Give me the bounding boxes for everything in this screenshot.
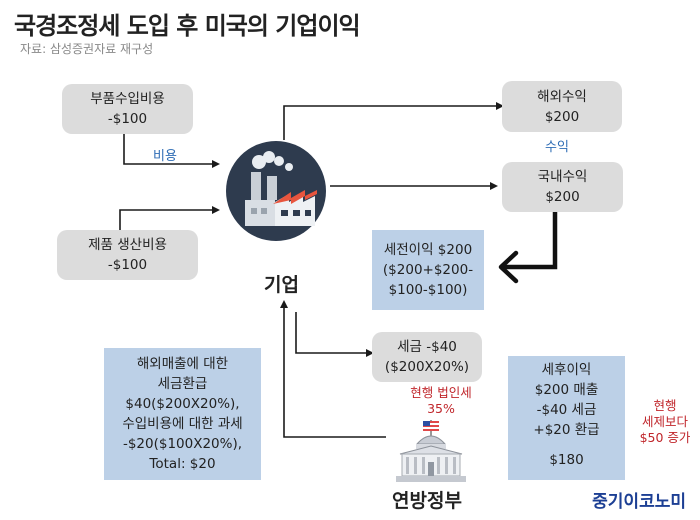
arrow-government-to-company [280,300,386,438]
refund-line-1: 해외매출에 대한 [136,356,229,372]
pretax-formula-line1: ($200+$200- [382,262,474,278]
arrow-domestic-to-pretax [498,212,558,284]
domestic-revenue-value: $200 [545,189,580,205]
brand-logo: 중기이코노미 [592,492,686,512]
company-label: 기업 [264,274,299,296]
tax-refund-box: 해외매출에 대한 세금환급 $40($200X20%), 수입비용에 대한 과세… [104,348,261,480]
parts-cost-value: -$100 [107,111,148,127]
domestic-revenue-label: 국내수익 [537,169,588,185]
overseas-revenue-label: 해외수익 [537,88,587,105]
tax-label: 세금 -$40 [397,339,457,355]
us-flag-icon [423,420,439,436]
source-note: 자료: 삼성증권자료 재구성 [20,42,154,56]
aftertax-tax: -$40 세금 [536,402,597,418]
parts-import-cost-box: 부품수입비용 -$100 [62,84,193,134]
federal-government-label: 연방정부 [392,490,462,512]
pretax-profit-box: 세전이익 $200 ($200+$200- $100-$100) [372,230,484,310]
refund-line-2: 세금환급 [157,376,208,392]
refund-line-4: 수입비용에 대한 과세 [122,416,243,432]
overseas-revenue-box: 해외수익 $200 [502,81,622,132]
current-tax-rate-note: 현행 법인세 35% [410,385,472,416]
profit-increase-note: 현행 세제보다 $50 증가 [639,398,691,445]
aftertax-label: 세후이익 [541,362,592,378]
aftertax-profit-box: 세후이익 $200 매출 -$40 세금 +$20 환급 $180 [508,356,625,480]
aftertax-refund: +$20 환급 [533,422,600,438]
page-title: 국경조정세 도입 후 미국의 기업이익 [14,12,361,40]
pretax-profit-label: 세전이익 $200 [383,242,473,258]
refund-line-5: -$20($100X20%), [122,436,243,452]
government-building-icon [396,420,466,482]
cost-label: 비용 [153,149,177,164]
production-cost-box: 제품 생산비용 -$100 [57,230,198,280]
tax-formula: ($200X20%) [384,359,470,375]
parts-cost-label: 부품수입비용 [90,91,165,107]
arrow-parts-to-company [123,133,220,168]
production-cost-label: 제품 생산비용 [88,237,167,253]
tax-box: 세금 -$40 ($200X20%) [372,332,482,382]
pretax-formula-line2: $100-$100) [388,282,468,298]
arrow-production-to-company [119,206,220,230]
revenue-label: 수익 [545,140,569,155]
overseas-revenue-value: $200 [544,108,580,125]
domestic-revenue-box: 국내수익 $200 [502,162,623,212]
production-cost-value: -$100 [107,257,148,273]
refund-line-3: $40($200X20%), [125,396,240,412]
aftertax-sales: $200 매출 [534,382,599,398]
aftertax-result: $180 [549,452,584,468]
refund-total: Total: $20 [149,456,216,472]
arrow-company-to-tax [295,312,374,357]
arrow-company-to-overseas [283,102,504,140]
factory-icon [226,141,326,241]
